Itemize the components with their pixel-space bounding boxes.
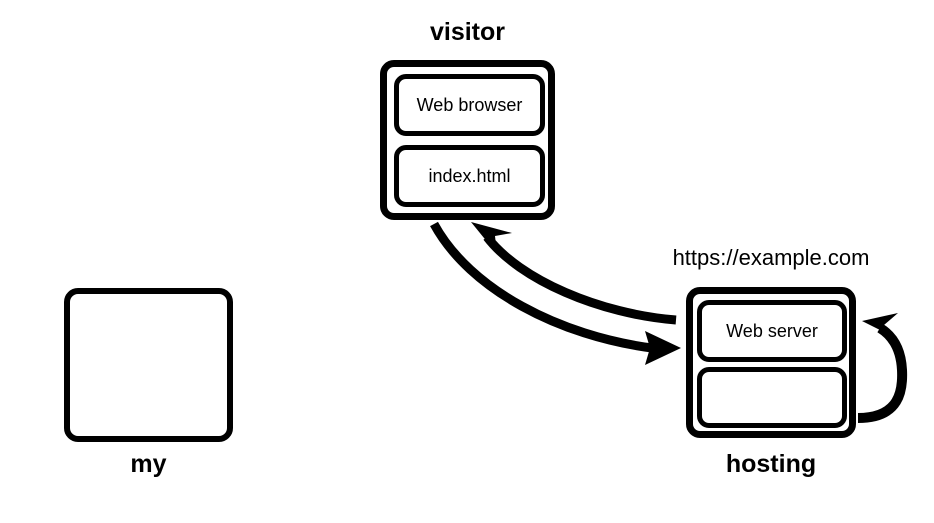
hosting-box: Web server bbox=[686, 287, 856, 438]
response-arrow bbox=[471, 222, 677, 325]
hosting-item-web-server-label: Web server bbox=[726, 321, 818, 341]
visitor-item-index-html: index.html bbox=[394, 145, 545, 207]
visitor-item-web-browser-label: Web browser bbox=[416, 95, 523, 115]
hosting-item-web-server: Web server bbox=[697, 300, 847, 362]
hosting-item-empty bbox=[697, 367, 847, 428]
request-arrow bbox=[430, 221, 681, 365]
my-box bbox=[64, 288, 233, 442]
visitor-box: Web browser index.html bbox=[380, 60, 555, 220]
my-label: my bbox=[130, 450, 167, 478]
visitor-label: visitor bbox=[429, 18, 506, 46]
hosting-label: hosting bbox=[725, 450, 817, 478]
hosting-url-label: https://example.com bbox=[672, 245, 870, 270]
visitor-item-web-browser: Web browser bbox=[394, 74, 545, 136]
self-loop-arrow bbox=[857, 313, 908, 423]
visitor-item-index-html-label: index.html bbox=[428, 166, 511, 186]
